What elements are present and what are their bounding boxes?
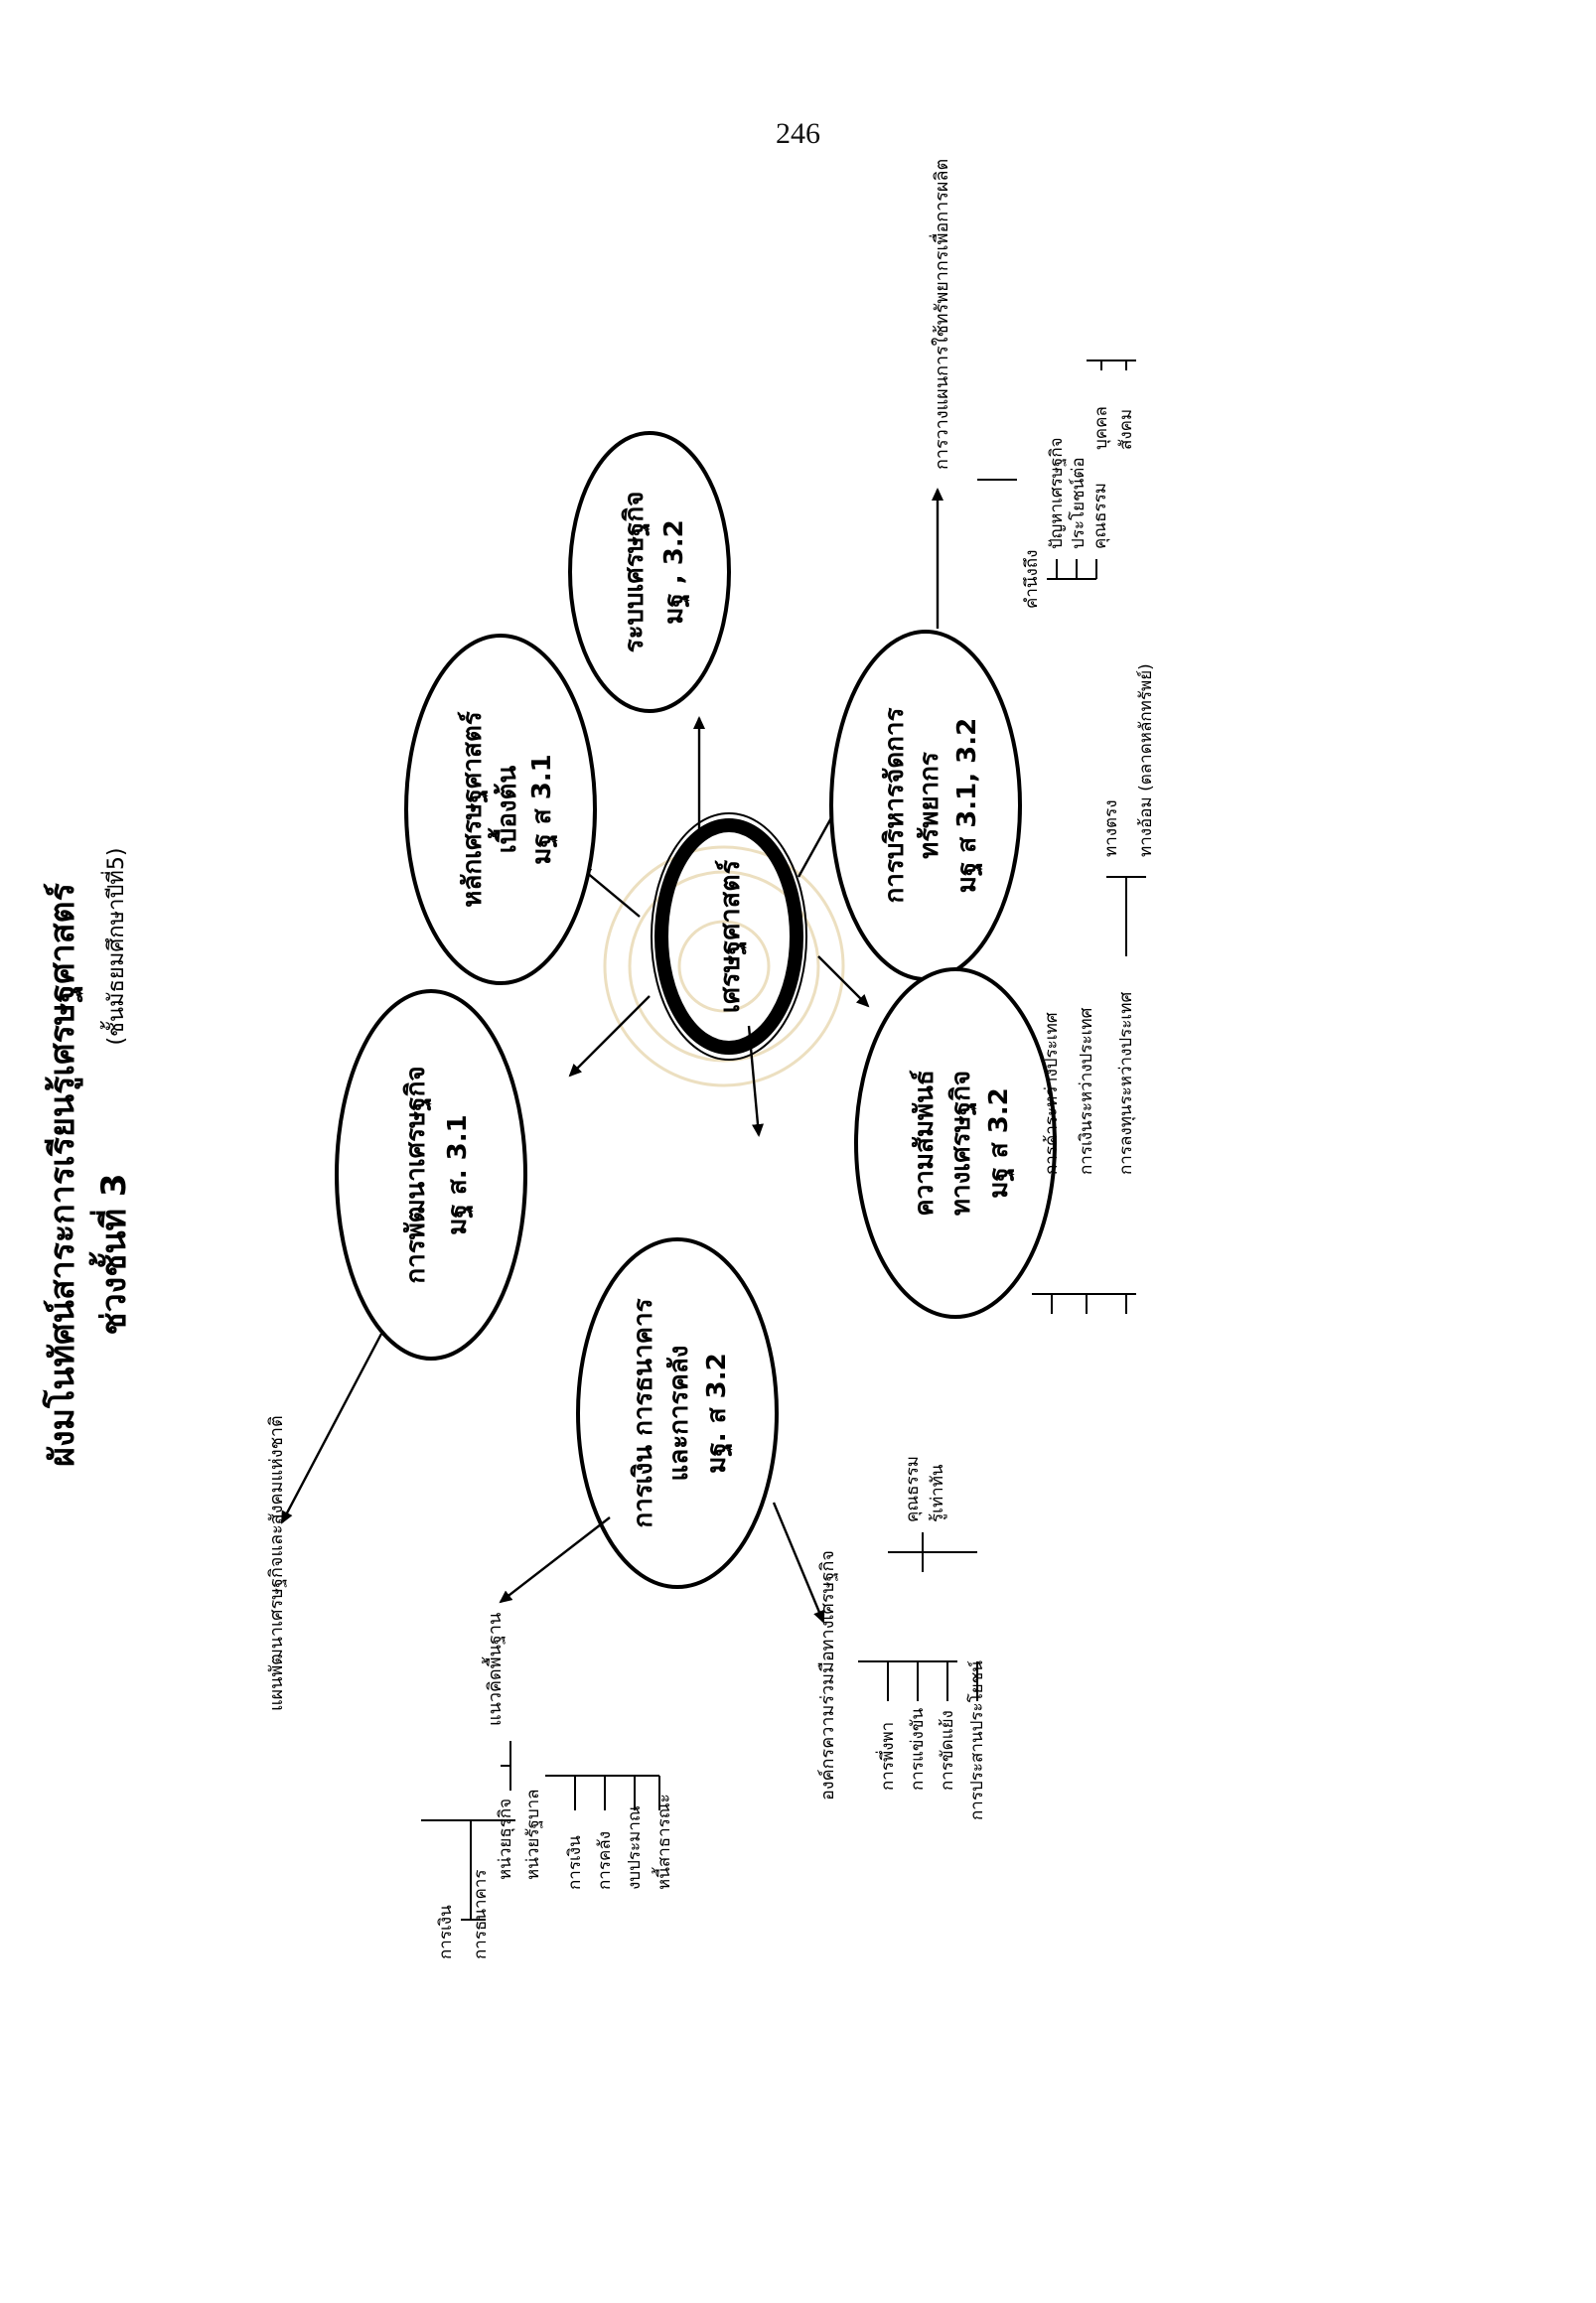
node-resources-line1: การบริหารจัดการ [880,708,910,904]
arrow-to-development [568,995,651,1078]
node-resource-management: การบริหารจัดการ ทรัพยากร มฐ ส 3.1, 3.2 [829,630,1022,981]
leaf-government-units: หน่วยรัฐบาล [523,1789,543,1880]
leaf-public-debt: หนี้สาธารณะ [652,1794,674,1890]
node-finance-line2: และการคลัง [664,1346,694,1482]
leaf-investment: การลงทุนระหว่างประเทศ [1116,992,1136,1175]
map-title-line1: ผังมโนทัศน์สาระการเรียนรู้เศรษฐศาสตร์ [42,882,84,1466]
concept-map: ผังมโนทัศน์สาระการเรียนรู้เศรษฐศาสตร์ ช่… [42,159,1156,1959]
center-label: เศรษฐศาสตร์ [714,859,748,1013]
map-title-note: (ชั้นมัธยมศึกษาปีที่5) [100,847,129,1045]
node-relations-line3: มฐ ส 3.2 [984,1087,1016,1199]
page-number: 246 [776,117,820,150]
leaf-society: สังคม [1116,409,1136,450]
arrow-to-principles [578,865,641,918]
node-economic-development: การพัฒนาเศรษฐกิจ มฐ ส. 3.1 [335,989,527,1361]
connector-investment [1106,876,1146,956]
connector-basic-concepts [501,1741,511,1791]
arrow-to-national-plan [280,1333,383,1524]
leaf-competition: การแข่งขัน [908,1708,928,1791]
node-finance-line1: การเงิน การธนาคาร [629,1298,658,1527]
leaf-basic-concepts: แนวคิดพื้นฐาน [482,1613,506,1726]
leaf-benefit: ประโยชน์ต่อ [1068,457,1088,549]
leaf-awareness: รู้เท่าทัน [928,1464,947,1522]
arrow-to-basic-concepts [499,1516,611,1604]
connector-government [545,1775,660,1810]
map-title-line2: ช่วงชั้นที่ 3 [88,1174,134,1336]
node-economic-principles: หลักเศรษฐศาสตร์ เบื้องต้น มฐ ส 3.1 [404,634,597,985]
node-principles-line2: เบื้องต้น [487,766,522,854]
connector-relations [1032,1293,1136,1314]
node-principles-line3: มฐ ส 3.1 [527,754,559,865]
node-economic-system: ระบบเศรษฐกิจ มฐ , 3.2 [568,431,731,713]
node-relations-line1: ความสัมพันธ์ [909,1070,940,1217]
leaf-money: การเงิน [436,1905,456,1959]
leaf-national-plan: แผนพัฒนาเศรษฐกิจและสังคมแห่งชาติ [266,1415,287,1711]
node-development-line2: มฐ ส. 3.1 [443,1114,475,1234]
node-relations-line2: ทางเศรษฐกิจ [946,1071,978,1216]
leaf-consider: คำนึงถึง [1022,550,1042,609]
leaf-fiscal: การคลัง [595,1831,615,1890]
leaf-intl-finance: การเงินระหว่างประเทศ [1077,1007,1096,1175]
leaf-gov-finance: การเงิน [565,1835,585,1890]
arrow-to-cooperation [772,1502,825,1624]
node-resources-line2: ทรัพยากร [915,752,944,859]
leaf-morality: คุณธรรม [903,1456,923,1522]
leaf-production-planning: การวางแผนการใช้ทรัพยากรเพื่อการผลิต [929,159,952,470]
leaf-trade: การค้าระหว่างประเทศ [1042,1012,1062,1175]
watermark-seal-icon [603,845,845,1087]
node-principles-line1: หลักเศรษฐศาสตร์ [457,711,490,908]
connector-morality [888,1532,977,1572]
leaf-economic-problems: ปัญหาเศรษฐกิจ [1047,437,1067,549]
node-economic-relations: ความสัมพันธ์ ทางเศรษฐกิจ มฐ ส 3.2 [854,967,1057,1319]
leaf-indirect: ทางอ้อม (ตลาดหลักทรัพย์) [1136,663,1156,857]
leaf-budget: งบประมาณ [625,1805,645,1890]
connector-cooperation [858,1660,978,1701]
leaf-private-units: หน่วยธุรกิจ [496,1799,515,1880]
node-finance-banking-fiscal: การเงิน การธนาคาร และการคลัง มฐ. ส 3.2 [576,1237,779,1589]
leaf-ethics: คุณธรรม [1090,483,1110,549]
leaf-conflict: การขัดแย้ง [938,1710,957,1791]
concept-map-rotated-stage: ผังมโนทัศน์สาระการเรียนรู้เศรษฐศาสตร์ ช่… [0,159,1596,1959]
node-development-line1: การพัฒนาเศรษฐกิจ [401,1066,433,1283]
arrow-to-relations [817,955,870,1008]
leaf-individual: บุคคล [1091,406,1111,450]
leaf-dependence: การพึ่งพา [875,1722,898,1791]
node-system-line2: มฐ , 3.2 [659,519,691,625]
connector-considerations [1047,559,1097,580]
node-finance-line3: มฐ. ส 3.2 [702,1353,734,1473]
leaf-direct: ทางตรง [1101,799,1121,857]
leaf-mutual-benefit: การประสานประโยชน์ [966,1660,987,1820]
leaf-banking: การธนาคาร [471,1869,491,1959]
connector-benefit-targets [1087,360,1136,370]
node-resources-line3: มฐ ส 3.1, 3.2 [952,718,984,894]
leaf-cooperation-orgs: องค์กรความร่วมมือทางเศรษฐกิจ [817,1550,838,1800]
center-node: เศรษฐศาสตร์ [651,812,807,1061]
connector-private [421,1819,515,1921]
node-system-line1: ระบบเศรษฐกิจ [620,492,652,653]
